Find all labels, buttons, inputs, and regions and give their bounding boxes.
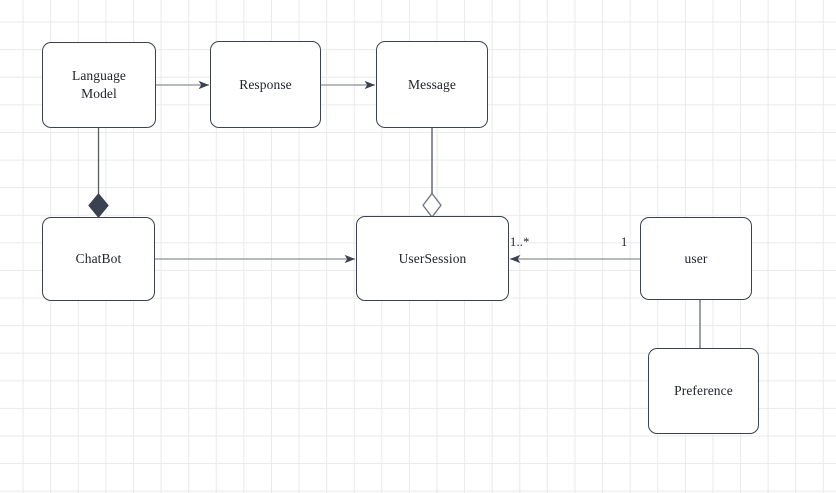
node-response[interactable]: Response	[210, 41, 321, 128]
multiplicity-user: 1	[621, 235, 628, 249]
node-label-response: Response	[239, 76, 292, 92]
node-message[interactable]: Message	[376, 41, 488, 128]
node-label-chatbot: ChatBot	[75, 251, 122, 267]
node-label-user: user	[684, 250, 708, 266]
node-label-language-model: Language Model	[71, 68, 127, 101]
edge-message-to-usersession	[422, 128, 442, 219]
edge-language-model-to-chatbot	[88, 128, 109, 218]
node-label-usersession: UserSession	[398, 250, 467, 266]
node-chatbot[interactable]: ChatBot	[42, 217, 155, 301]
node-usersession[interactable]: UserSession	[356, 216, 509, 301]
hollow-diamond-icon	[422, 192, 442, 219]
node-language-model[interactable]: Language Model	[42, 42, 156, 128]
node-label-message: Message	[408, 76, 456, 92]
node-label-preference: Preference	[674, 383, 733, 399]
node-user[interactable]: user	[640, 217, 752, 300]
multiplicity-usersession: 1..*	[510, 235, 530, 249]
filled-diamond-icon	[88, 193, 109, 218]
node-preference[interactable]: Preference	[648, 348, 759, 434]
